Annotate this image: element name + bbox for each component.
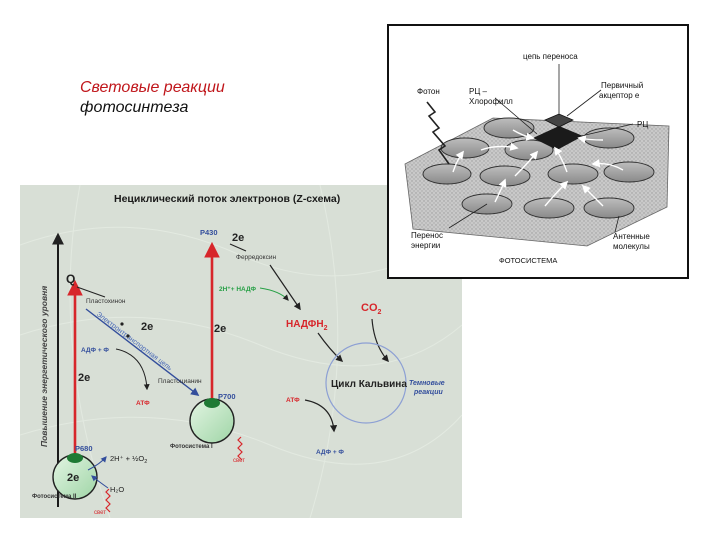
primary-acceptor-label-2: акцептор е: [599, 91, 640, 100]
antenna-disk: [584, 198, 634, 218]
rc-chlorophyll-label-2: Хлорофилл: [469, 97, 513, 106]
plastocyanin-label: Пластоцианин: [158, 378, 202, 385]
light-ps2-label: свет: [94, 510, 106, 516]
light-ps1-label: свет: [233, 458, 245, 464]
z-scheme-header: Нециклический поток электронов (Z-схема): [114, 193, 340, 205]
calvin-cycle-label: Цикл Кальвина: [331, 379, 407, 390]
p430-label: P430: [200, 228, 218, 237]
chain-dot: [120, 322, 123, 325]
plastoquinone-label: Пластохинон: [86, 298, 126, 305]
nadph-sub: 2: [324, 325, 328, 332]
water-products-sub: 2: [144, 459, 147, 465]
p680-label: P680: [75, 444, 93, 453]
rc-label: РЦ: [637, 120, 648, 129]
energy-transfer-label-2: энергии: [411, 241, 440, 250]
energy-transfer-label-1: Перенос: [411, 231, 443, 240]
ps1-label: Фотосистема I: [170, 444, 213, 450]
antenna-label-2: молекулы: [613, 242, 650, 251]
dark-reactions-label-2: реакции: [413, 389, 443, 396]
photosystem-diagram: цепь переноса Фотон РЦ – Хлорофилл Перви…: [387, 24, 689, 279]
q-label: Q: [66, 272, 75, 286]
photosystem-label: ФОТОСИСТЕМА: [499, 256, 557, 265]
ferredoxin-label: Ферредоксин: [236, 254, 276, 261]
p680-center: [67, 453, 83, 463]
nadph-text: НАДФН: [286, 319, 324, 330]
dark-reactions-label-1: Темновые: [409, 380, 445, 387]
antenna-disk: [423, 164, 471, 184]
antenna-disk: [484, 118, 534, 138]
slide-title: Световые реакции фотосинтеза: [80, 78, 225, 118]
nadp-label: 2H⁺+ НАДФ: [219, 286, 257, 293]
atp-label-1: АТФ: [136, 400, 150, 407]
atp-label-2: АТФ: [286, 397, 300, 404]
antenna-disk: [548, 164, 598, 184]
co2-text: CO: [361, 302, 378, 314]
title-line-1: Световые реакции: [80, 78, 225, 98]
chain-dot: [126, 334, 129, 337]
two-e-label-chain: 2e: [141, 321, 153, 333]
primary-acceptor-label-1: Первичный: [601, 81, 643, 90]
co2-sub: 2: [378, 309, 382, 316]
title-line-2: фотосинтеза: [80, 98, 225, 118]
adp-label-2: АДФ + Ф: [316, 449, 344, 456]
water-label: H₂O: [110, 485, 124, 494]
adp-label: АДФ + Ф: [81, 347, 109, 354]
antenna-disk: [584, 128, 634, 148]
rc-chlorophyll-label-1: РЦ –: [469, 87, 487, 96]
y-axis-label: Повышение энергетического уровня: [39, 286, 49, 447]
antenna-label-1: Антенные: [613, 232, 650, 241]
two-e-label-p430: 2e: [232, 232, 244, 244]
water-products-text: 2H⁺ + ½O: [110, 454, 144, 463]
chain-label: цепь переноса: [523, 52, 578, 61]
antenna-disk: [441, 138, 489, 158]
p700-label: P700: [218, 392, 236, 401]
photon-label: Фотон: [417, 87, 440, 96]
two-e-label-sphere: 2e: [67, 472, 79, 484]
ps2-label: Фотосистема II: [32, 494, 77, 500]
two-e-label-ps1: 2e: [214, 323, 226, 335]
two-e-label-ps2: 2e: [78, 372, 90, 384]
